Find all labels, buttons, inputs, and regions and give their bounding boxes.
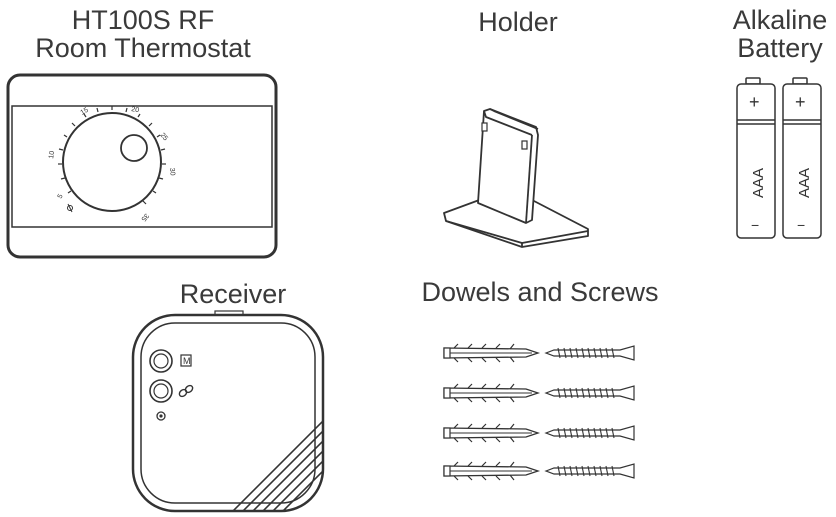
battery-illustration: + + AAA AAA − − bbox=[734, 76, 828, 242]
dowel-screw-set-2 bbox=[443, 383, 635, 403]
battery-1-type: AAA bbox=[750, 168, 767, 198]
scale-label-35: 35 bbox=[139, 212, 149, 223]
thermostat-title-line1: HT100S RF bbox=[71, 5, 215, 35]
fixings-title: Dowels and Screws bbox=[421, 277, 659, 307]
battery-title-line1: Alkaline bbox=[732, 5, 828, 35]
battery-1-minus: − bbox=[751, 217, 759, 233]
receiver-illustration: M bbox=[129, 309, 327, 513]
fixings-illustration bbox=[440, 336, 640, 486]
scale-label-30: 30 bbox=[168, 168, 176, 176]
thermostat-title-line2: Room Thermostat bbox=[35, 33, 251, 63]
holder-title: Holder bbox=[478, 7, 558, 37]
scale-label-20: 20 bbox=[131, 106, 140, 114]
receiver-title: Receiver bbox=[179, 279, 287, 309]
scale-label-15: 15 bbox=[80, 107, 90, 117]
dowel-screw-set-4 bbox=[443, 461, 635, 481]
battery-2-type: AAA bbox=[796, 168, 813, 198]
dowel-screw-set-3 bbox=[443, 423, 635, 443]
battery-2-minus: − bbox=[797, 217, 805, 233]
frost-icon bbox=[67, 203, 73, 213]
scale-label-10: 10 bbox=[48, 150, 56, 159]
link-icon bbox=[178, 384, 194, 398]
dowel-screw-set-1 bbox=[443, 343, 635, 363]
scale-label-25: 25 bbox=[158, 132, 168, 143]
scale-label-5: 5 bbox=[57, 193, 65, 200]
battery-2-plus: + bbox=[795, 92, 806, 112]
battery-1-plus: + bbox=[749, 92, 760, 112]
thermostat-illustration: 5 10 15 20 25 30 35 bbox=[6, 73, 278, 259]
battery-title-line2: Battery bbox=[737, 33, 823, 63]
holder-illustration bbox=[438, 105, 598, 253]
receiver-button-label: M bbox=[183, 356, 191, 366]
thermostat-title: HT100S RF Room Thermostat bbox=[0, 6, 286, 62]
manual-mode-icon bbox=[180, 354, 192, 367]
battery-title: Alkaline Battery bbox=[718, 6, 836, 62]
